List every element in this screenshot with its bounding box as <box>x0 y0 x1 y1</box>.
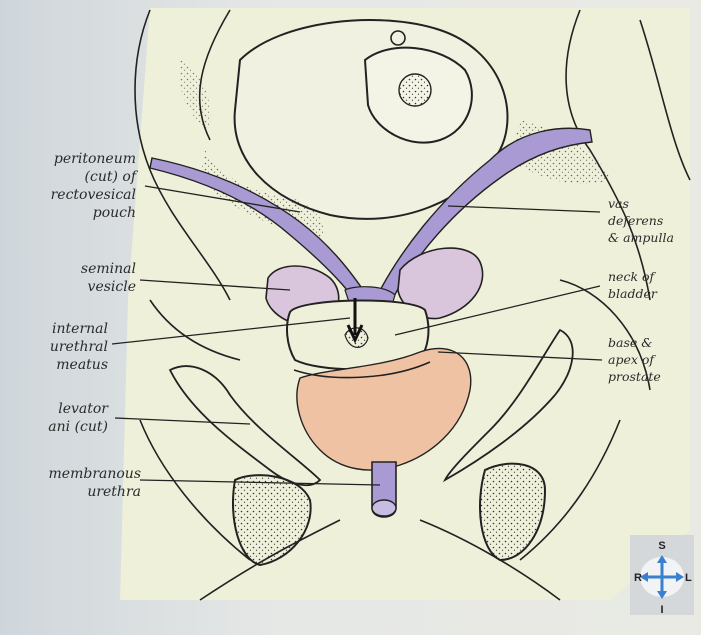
label-seminal-vesicle: seminal vesicle <box>81 260 136 296</box>
label-peritoneum: peritoneum (cut) of rectovesical pouch <box>51 150 136 222</box>
label-neck-of-bladder: neck of bladder <box>608 268 657 302</box>
label-vas-deferens: vas deferens & ampulla <box>608 195 674 246</box>
urethra-cross-section <box>372 500 396 516</box>
label-levator-ani: levator ani (cut) <box>48 400 108 436</box>
label-prostate: base & apex of prostate <box>608 334 661 385</box>
label-internal-urethral-meatus: internal urethral meatus <box>50 320 108 374</box>
label-membranous-urethra: membranous urethra <box>49 465 141 501</box>
rectum-lumen <box>399 74 431 106</box>
orientation-compass: S I R L <box>630 535 694 615</box>
compass-left: L <box>685 572 692 584</box>
compass-right: R <box>634 572 642 584</box>
compass-superior: S <box>658 540 665 552</box>
compass-inferior: I <box>660 604 663 615</box>
